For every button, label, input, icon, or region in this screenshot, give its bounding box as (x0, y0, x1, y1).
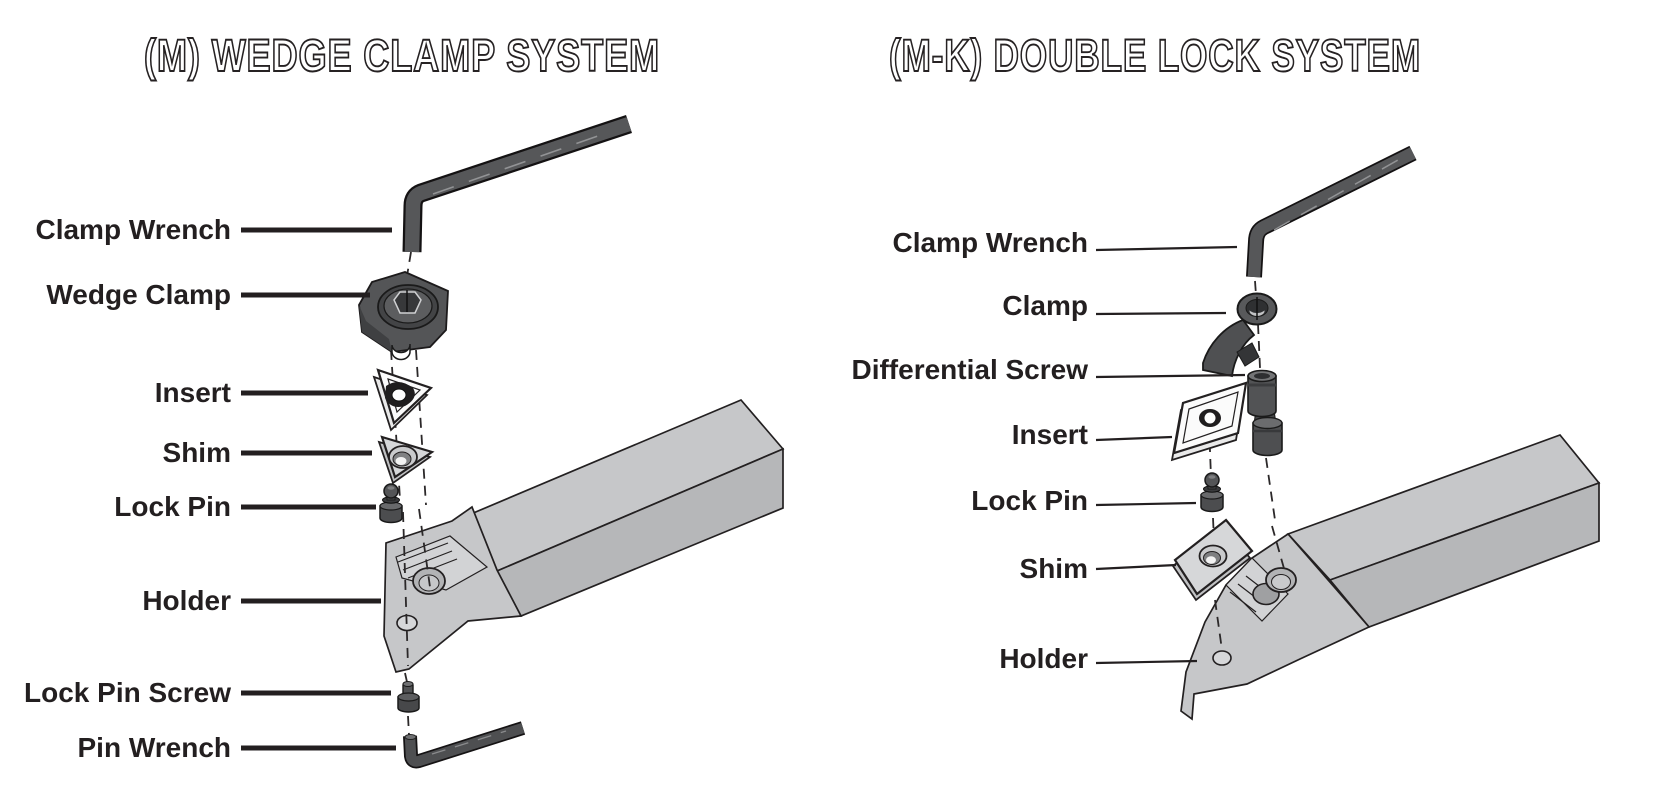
label-wedge-clamp: Wedge Clamp (46, 279, 231, 310)
label-shim-right: Shim (1020, 553, 1088, 584)
lock-pin-part-right (1200, 472, 1224, 513)
left-diagram-title: (M) WEDGE CLAMP SYSTEM (144, 30, 660, 81)
right-diagram: (M-K) DOUBLE LOCK SYSTEM (851, 29, 1601, 721)
holder-part (383, 398, 785, 674)
pin-wrench-part (403, 721, 526, 769)
label-insert: Insert (155, 377, 231, 408)
insert-part-right (1170, 381, 1248, 462)
right-leader-lines (1095, 245, 1246, 665)
right-labels: Clamp Wrench Clamp Differential Screw In… (851, 227, 1088, 674)
label-lock-pin: Lock Pin (114, 491, 231, 522)
lock-pin-screw-part (397, 681, 420, 713)
holder-part-right (1180, 433, 1601, 721)
label-holder: Holder (142, 585, 231, 616)
label-clamp-wrench-right: Clamp Wrench (892, 227, 1088, 258)
label-lock-pin-right: Lock Pin (971, 485, 1088, 516)
left-leader-lines (241, 227, 396, 751)
label-lock-pin-screw: Lock Pin Screw (24, 677, 231, 708)
label-insert-right: Insert (1012, 419, 1088, 450)
clamp-wrench-part-right (1246, 145, 1417, 278)
label-pin-wrench: Pin Wrench (77, 732, 231, 763)
lock-pin-part (379, 483, 403, 524)
clamp-wrench-part (402, 114, 632, 253)
shim-part-right (1171, 518, 1254, 602)
label-clamp: Clamp (1002, 290, 1088, 321)
label-clamp-wrench: Clamp Wrench (35, 214, 231, 245)
shim-part (377, 435, 435, 485)
label-holder-right: Holder (999, 643, 1088, 674)
left-diagram: (M) WEDGE CLAMP SYSTEM (24, 29, 785, 769)
label-shim: Shim (163, 437, 231, 468)
differential-screw-part (1247, 369, 1283, 457)
insert-part (372, 368, 434, 432)
left-labels: Clamp Wrench Wedge Clamp Insert Shim Loc… (24, 214, 231, 763)
clamp-part (1202, 292, 1278, 378)
label-differential-screw: Differential Screw (851, 354, 1088, 385)
right-diagram-title: (M-K) DOUBLE LOCK SYSTEM (889, 30, 1421, 81)
wedge-clamp-part (358, 271, 449, 361)
